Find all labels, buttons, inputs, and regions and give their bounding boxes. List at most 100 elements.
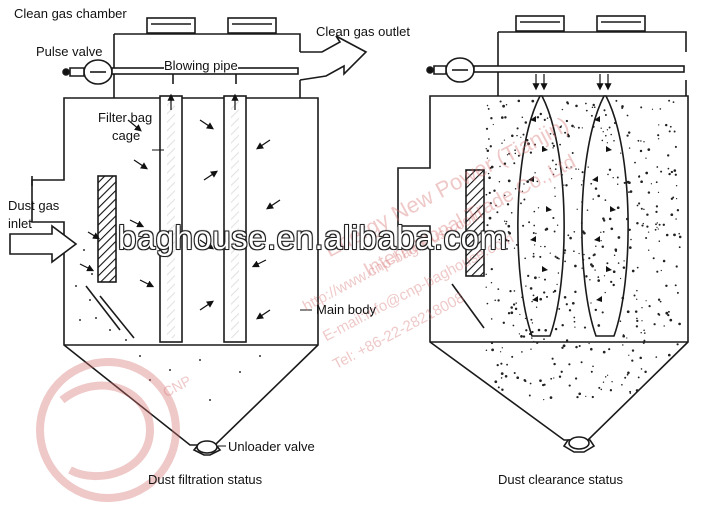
dust-particle bbox=[604, 291, 606, 294]
dust-particle bbox=[561, 346, 564, 349]
dust-particle bbox=[576, 208, 578, 210]
dust-particle bbox=[658, 240, 661, 242]
dust-particle bbox=[529, 287, 533, 290]
dust-particle bbox=[490, 248, 493, 251]
left-dust-particles bbox=[75, 249, 261, 401]
dust-particle bbox=[640, 106, 643, 109]
dust-particle bbox=[514, 152, 517, 155]
dust-particle bbox=[636, 298, 638, 300]
dust-particle bbox=[495, 204, 497, 207]
dust-particle bbox=[667, 154, 670, 157]
dust-particle bbox=[524, 317, 527, 320]
dust-particle bbox=[600, 127, 602, 129]
dust-particle bbox=[590, 114, 593, 117]
dust-particle bbox=[597, 279, 600, 282]
dust-particle bbox=[675, 185, 678, 187]
dust-particle bbox=[506, 363, 508, 366]
dust-particle bbox=[636, 222, 639, 225]
dust-particle bbox=[619, 277, 622, 280]
dust-particle bbox=[511, 355, 514, 358]
dust-particle bbox=[513, 371, 516, 375]
dust-particle bbox=[626, 134, 629, 137]
dust-particle bbox=[518, 333, 521, 335]
dust-particle bbox=[580, 361, 583, 364]
dust-particle bbox=[656, 270, 659, 273]
dust-particle bbox=[526, 180, 530, 183]
dust-particle bbox=[667, 313, 670, 317]
dust-particle bbox=[556, 256, 559, 260]
dust-particle bbox=[514, 187, 517, 190]
dust-particle bbox=[578, 252, 580, 255]
left-flow-arrows bbox=[79, 93, 281, 320]
dust-particle bbox=[548, 116, 551, 118]
dust-particle bbox=[492, 123, 494, 126]
dust-particle bbox=[614, 249, 618, 252]
dust-particle bbox=[631, 269, 635, 273]
right-filter-bag-2 bbox=[581, 95, 629, 337]
dust-particle bbox=[594, 308, 598, 312]
dust-particle bbox=[604, 114, 607, 116]
dust-particle bbox=[485, 148, 488, 150]
dust-particle bbox=[583, 326, 587, 329]
dust-particle bbox=[606, 142, 609, 144]
dust-particle bbox=[594, 269, 596, 271]
dust-particle bbox=[552, 216, 555, 220]
dust-particle bbox=[494, 380, 498, 384]
left-clean-gas-chamber bbox=[113, 33, 301, 98]
dust-particle bbox=[504, 116, 507, 119]
dust-particle bbox=[532, 231, 535, 235]
dust-particle bbox=[552, 147, 554, 149]
dust-particle bbox=[532, 255, 535, 258]
dust-particle bbox=[497, 299, 500, 302]
dust-particle bbox=[524, 121, 528, 124]
dust-particle bbox=[505, 220, 508, 223]
dust-particle bbox=[672, 196, 675, 199]
dust-particle bbox=[526, 139, 529, 142]
dust-particle bbox=[622, 334, 625, 336]
dust-particle bbox=[543, 398, 545, 401]
dust-particle bbox=[571, 124, 574, 128]
dust-particle bbox=[565, 339, 569, 342]
dust-particle bbox=[561, 108, 564, 111]
dust-particle bbox=[567, 133, 570, 136]
dust-particle bbox=[533, 210, 536, 213]
dust-particle bbox=[658, 124, 660, 126]
dust-particle bbox=[636, 289, 638, 292]
dust-particle bbox=[662, 223, 665, 226]
dust-particle bbox=[516, 134, 518, 137]
dust-particle bbox=[554, 327, 558, 331]
dust-particle bbox=[536, 180, 539, 183]
dust-particle bbox=[485, 193, 488, 196]
dust-particle bbox=[503, 139, 506, 141]
dust-particle bbox=[612, 283, 615, 287]
dust-particle bbox=[664, 123, 668, 127]
dust-particle bbox=[549, 396, 553, 399]
dust-particle bbox=[602, 381, 605, 383]
dust-particle bbox=[553, 230, 556, 233]
dust-particle bbox=[648, 305, 651, 308]
dust-particle bbox=[629, 390, 632, 393]
dust-particle bbox=[673, 169, 677, 172]
left-baffle bbox=[97, 175, 117, 283]
dust-particle bbox=[586, 209, 589, 211]
dust-particle bbox=[520, 202, 522, 205]
dust-particle bbox=[571, 152, 574, 154]
dust-particle bbox=[573, 230, 576, 233]
dust-particle bbox=[592, 254, 595, 257]
dust-particle bbox=[602, 350, 606, 354]
dust-particle bbox=[600, 388, 603, 391]
dust-particle bbox=[486, 224, 489, 227]
dust-particle bbox=[660, 269, 662, 272]
dust-particle bbox=[556, 283, 558, 286]
dust-particle bbox=[673, 233, 676, 237]
dust-particle bbox=[635, 325, 639, 328]
dust-particle bbox=[670, 213, 674, 217]
dust-particle bbox=[629, 190, 633, 193]
dust-particle bbox=[644, 370, 647, 374]
dust-particle bbox=[628, 191, 630, 193]
dust-particle bbox=[626, 310, 630, 314]
dust-particle bbox=[521, 351, 523, 353]
dust-particle bbox=[669, 125, 672, 128]
dust-particle bbox=[656, 222, 658, 224]
dust-particle bbox=[567, 234, 570, 237]
